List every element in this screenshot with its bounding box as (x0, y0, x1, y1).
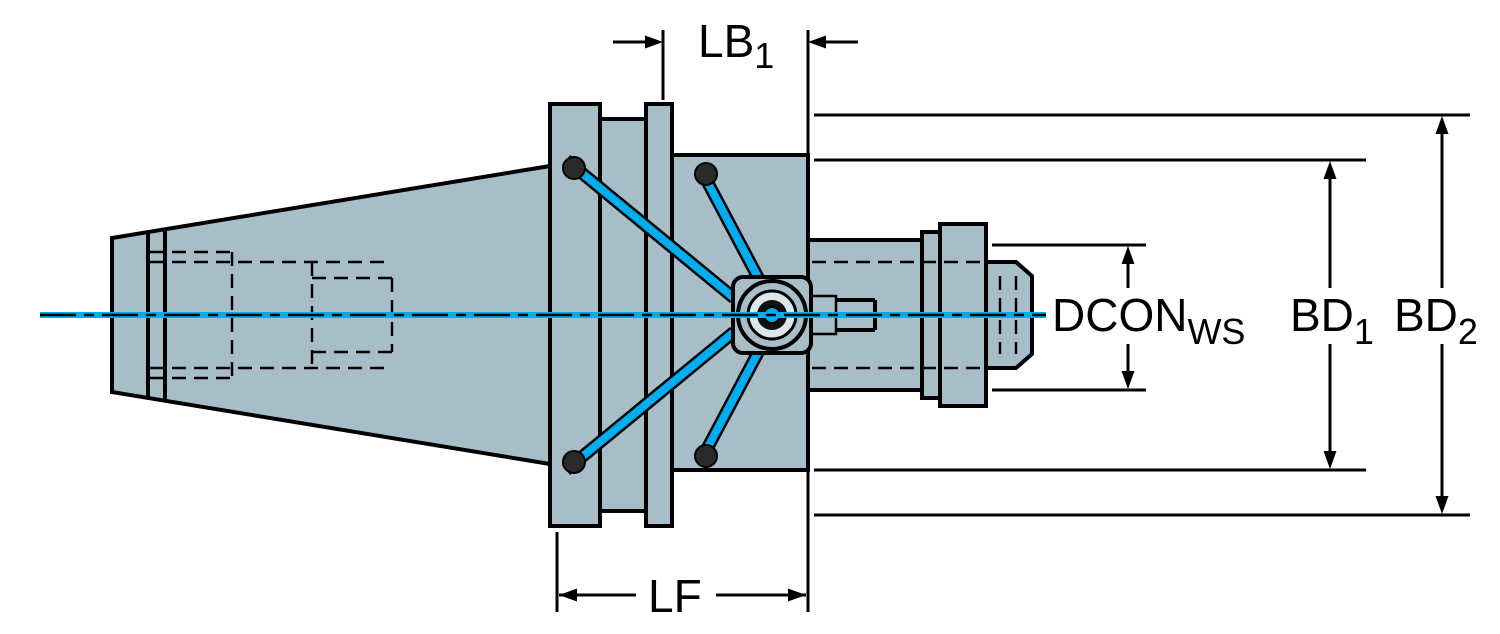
dimension-lb1: LB1 (613, 15, 858, 612)
dimension-bd1: BD1 (814, 158, 1374, 472)
dimension-lf: LF (555, 532, 806, 622)
label-dcon-ws: DCONWS (1052, 289, 1245, 352)
label-bd2: BD2 (1394, 289, 1478, 352)
plug-screw (562, 156, 586, 180)
coolant-duct (563, 328, 737, 474)
plug-screw (694, 162, 718, 186)
label-lb1: LB1 (698, 15, 774, 76)
dimension-bd2: BD2 (814, 113, 1478, 517)
dimensions: LB1 LF DCONWS B (555, 15, 1478, 622)
label-bd1: BD1 (1290, 289, 1374, 352)
hidden-lines (150, 250, 1018, 380)
dimension-dcon-ws: DCONWS (992, 243, 1245, 392)
label-lf: LF (648, 570, 702, 622)
plug-screw (562, 450, 586, 474)
coolant-duct (563, 156, 737, 302)
plug-screw (694, 444, 718, 468)
coolant-channels (561, 154, 776, 476)
